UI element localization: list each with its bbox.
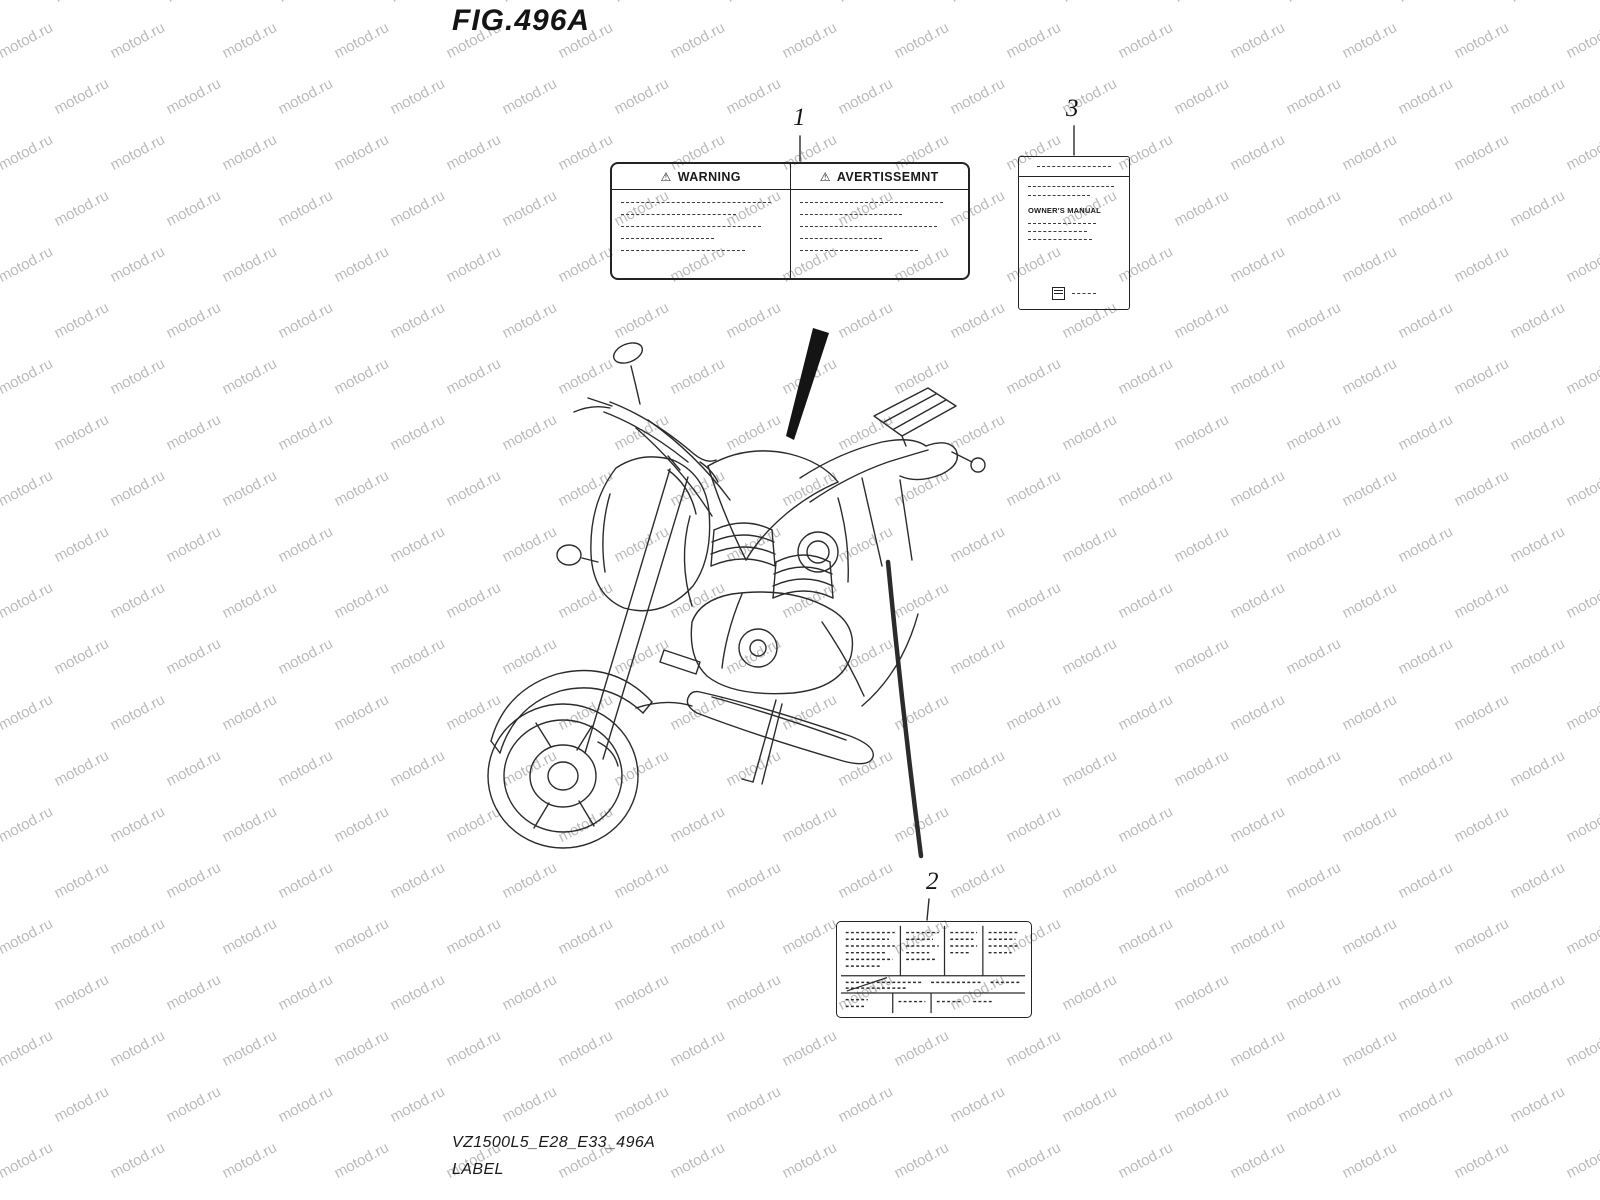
redacted-line (621, 250, 746, 251)
warning-triangle-icon: ⚠ (660, 169, 672, 184)
warning-header: ⚠ WARNING (612, 164, 790, 190)
luggage-rack (873, 387, 986, 473)
redacted-line (1028, 195, 1090, 196)
redacted-line (1028, 223, 1097, 224)
avertissement-header: ⚠ AVERTISSEMNT (790, 164, 968, 190)
redacted-line (621, 238, 714, 239)
diagonal-line (846, 977, 888, 992)
seat-rear (799, 439, 959, 707)
motorcycle-drawing (487, 342, 986, 849)
leader-thick-part2 (885, 559, 924, 859)
figure-title: FIG.496A (452, 4, 591, 37)
redacted-line (799, 226, 937, 227)
front-fork (584, 468, 689, 760)
front-wheel (487, 703, 639, 849)
redacted-line (621, 202, 771, 203)
warning-label: ⚠ WARNING ⚠ AVERTISSEMNT (610, 162, 970, 280)
turn-signal (556, 544, 599, 566)
book-icon (1052, 287, 1065, 300)
owners-manual-title: OWNER'S MANUAL (1028, 206, 1101, 215)
warning-body-lines (612, 190, 790, 251)
redacted-line (799, 250, 918, 251)
redacted-line (1028, 186, 1114, 187)
tire-label-redacted-text (845, 931, 1020, 1008)
book-icon-line (1054, 293, 1063, 294)
figure-caption: LABEL (452, 1161, 504, 1178)
redacted-line (1072, 293, 1096, 294)
engine (683, 497, 854, 695)
redacted-line (621, 226, 762, 227)
leader-wedge-part1 (786, 328, 829, 440)
warning-header-text: WARNING (677, 169, 741, 184)
tire-info-label (836, 921, 1032, 1018)
avertissement-body-lines (791, 190, 969, 251)
fuel-tank (707, 450, 839, 561)
leader-lines (786, 125, 1075, 921)
redacted-line (1036, 166, 1112, 167)
redacted-line (1028, 231, 1088, 232)
tire-label-grid (840, 925, 1026, 1014)
warning-label-english-column: ⚠ WARNING (612, 164, 790, 278)
figure-code: VZ1500L5_E28_E33_496A (452, 1134, 656, 1151)
avertissement-header-text: AVERTISSEMNT (836, 169, 939, 184)
owners-manual-label: OWNER'S MANUAL (1018, 156, 1130, 310)
redacted-line (799, 202, 944, 203)
kickstand (635, 649, 783, 785)
redacted-line (1028, 239, 1092, 240)
redacted-line (799, 214, 902, 215)
redacted-line (799, 238, 883, 239)
callout-part-1: 1 (793, 104, 806, 131)
book-icon-line (1054, 290, 1063, 291)
redacted-line (621, 214, 736, 215)
manual-label-rule (1019, 176, 1129, 177)
exhaust (686, 593, 874, 765)
headlight-cowl (590, 456, 711, 612)
callout-part-3: 3 (1066, 95, 1079, 122)
callout-part-2: 2 (926, 868, 939, 895)
warning-label-french-column: ⚠ AVERTISSEMNT (789, 164, 969, 278)
handlebar-mirrors (573, 342, 731, 517)
manual-label-footer (1019, 287, 1129, 300)
warning-triangle-icon: ⚠ (819, 169, 831, 184)
